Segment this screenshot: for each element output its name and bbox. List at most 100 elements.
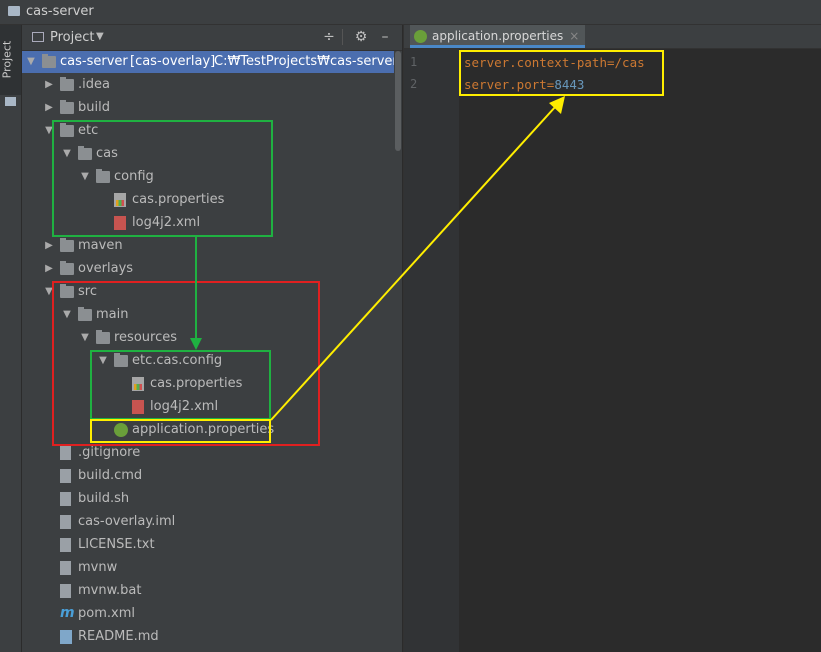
line-number: 2: [410, 77, 418, 91]
line-gutter: [404, 49, 459, 652]
tree-item-label: mvnw.bat: [78, 583, 142, 598]
property-key: server.context-path: [464, 55, 607, 70]
expand-down-icon[interactable]: ▼: [63, 148, 71, 159]
file-icon: [60, 538, 71, 552]
code-line[interactable]: server.context-path=/cas: [464, 55, 645, 70]
tree-row[interactable]: ▼ etc.cas.config: [22, 350, 394, 372]
tree-item-label: resources: [114, 330, 178, 345]
module-path: C:₩TestProjects₩cas-server: [214, 54, 398, 69]
tree-row[interactable]: ▼src: [22, 281, 394, 303]
window-title: cas-server: [26, 4, 94, 19]
expand-right-icon[interactable]: ▶: [45, 102, 53, 113]
module-name: [cas-overlay]: [130, 54, 216, 69]
expand-down-icon[interactable]: ▼: [81, 171, 89, 182]
expand-down-icon[interactable]: ▼: [81, 332, 89, 343]
tree-row[interactable]: log4j2.xml: [22, 396, 394, 418]
minimize-icon[interactable]: –: [381, 29, 389, 45]
folder-icon: [60, 261, 74, 275]
properties-file-icon: [114, 193, 126, 207]
code-line[interactable]: server.port=8443: [464, 77, 584, 92]
tree-row[interactable]: cas-overlay.iml: [22, 511, 394, 533]
project-panel-header: Project ▼ ÷ ⚙ –: [22, 25, 402, 51]
project-tree[interactable]: ▼cas-server[cas-overlay]C:₩TestProjects₩…: [22, 51, 398, 652]
tree-row[interactable]: ▶overlays: [22, 258, 394, 280]
close-icon[interactable]: ×: [569, 29, 580, 43]
maven-icon: m: [60, 605, 75, 621]
tree-row[interactable]: mvnw: [22, 557, 394, 579]
folder-icon: [78, 307, 92, 321]
tree-row[interactable]: log4j2.xml: [22, 212, 394, 234]
tree-row[interactable]: ▼cas: [22, 143, 394, 165]
property-value: 8443: [554, 77, 585, 92]
project-tool-tab-label: Project: [0, 40, 14, 79]
tree-row[interactable]: ▼main: [22, 304, 394, 326]
file-icon: [60, 469, 71, 483]
file-icon: [60, 561, 71, 575]
tree-row[interactable]: build.cmd: [22, 465, 394, 487]
expand-right-icon[interactable]: ▶: [45, 263, 53, 274]
tree-row[interactable]: ▶ .idea: [22, 74, 394, 96]
project-view-selector[interactable]: Project: [50, 30, 95, 45]
tree-item-label: cas.properties: [132, 192, 225, 207]
tree-row[interactable]: cas.properties: [22, 189, 394, 211]
tree-row[interactable]: ▶ build: [22, 97, 394, 119]
tree-row[interactable]: README.md: [22, 626, 394, 648]
property-equals: =: [607, 55, 615, 70]
folder-icon: [78, 146, 92, 160]
tree-item-label: log4j2.xml: [132, 215, 201, 230]
tree-scrollbar[interactable]: [394, 51, 402, 652]
expand-down-icon[interactable]: ▼: [63, 309, 71, 320]
tree-row[interactable]: .gitignore: [22, 442, 394, 464]
property-equals: =: [546, 77, 555, 92]
tree-item-label: pom.xml: [78, 606, 135, 621]
folder-icon: [96, 169, 110, 183]
project-folder-icon: [8, 6, 20, 16]
expand-down-icon[interactable]: ▼: [99, 355, 107, 366]
tree-item-label: etc.cas.config: [132, 353, 223, 368]
header-divider: [342, 29, 343, 45]
expand-right-icon[interactable]: ▶: [45, 79, 53, 90]
tree-row[interactable]: ▼etc: [22, 120, 394, 142]
property-key: server.port: [464, 77, 547, 92]
gear-icon[interactable]: ⚙: [354, 29, 368, 45]
collapse-icon[interactable]: ÷: [323, 29, 335, 45]
structure-icon[interactable]: [5, 97, 16, 106]
tab-application-properties[interactable]: application.properties×: [410, 25, 586, 48]
property-value: /cas: [614, 55, 645, 70]
file-icon: [60, 584, 71, 598]
file-icon: [60, 446, 71, 460]
tree-row[interactable]: LICENSE.txt: [22, 534, 394, 556]
project-view-icon: [32, 32, 44, 42]
tree-row[interactable]: ▶maven: [22, 235, 394, 257]
xml-file-icon: [132, 400, 144, 414]
project-tool-tab[interactable]: Project: [0, 25, 21, 95]
tree-row[interactable]: mvnw.bat: [22, 580, 394, 602]
xml-file-icon: [114, 216, 126, 230]
expand-down-icon[interactable]: ▼: [45, 286, 53, 297]
tree-row[interactable]: build.sh: [22, 488, 394, 510]
folder-icon: [60, 238, 74, 252]
module-folder-icon: [42, 54, 56, 68]
tree-row[interactable]: application.properties: [22, 419, 394, 441]
tree-row[interactable]: ▼cas-server[cas-overlay]C:₩TestProjects₩…: [22, 51, 398, 73]
tree-item-label: build: [78, 100, 110, 115]
expand-down-icon[interactable]: ▼: [45, 125, 53, 136]
chevron-down-icon[interactable]: ▼: [96, 31, 104, 42]
package-icon: [114, 353, 128, 367]
scrollbar-thumb[interactable]: [395, 51, 401, 151]
left-tool-strip: Project: [0, 25, 22, 652]
tree-item-label: config: [114, 169, 154, 184]
tree-item-label: .idea: [78, 77, 110, 92]
tree-item-label: .gitignore: [78, 445, 141, 460]
tree-row[interactable]: ▼ resources: [22, 327, 394, 349]
file-icon: [60, 515, 71, 529]
editor-tabs: application.properties×: [404, 25, 821, 49]
tree-item-label: cas.properties: [150, 376, 243, 391]
markdown-icon: [60, 630, 72, 644]
tree-row[interactable]: cas.properties: [22, 373, 394, 395]
tree-row[interactable]: ▼ config: [22, 166, 394, 188]
tree-item-label: mvnw: [78, 560, 118, 575]
expand-down-icon[interactable]: ▼: [27, 56, 35, 67]
expand-right-icon[interactable]: ▶: [45, 240, 53, 251]
